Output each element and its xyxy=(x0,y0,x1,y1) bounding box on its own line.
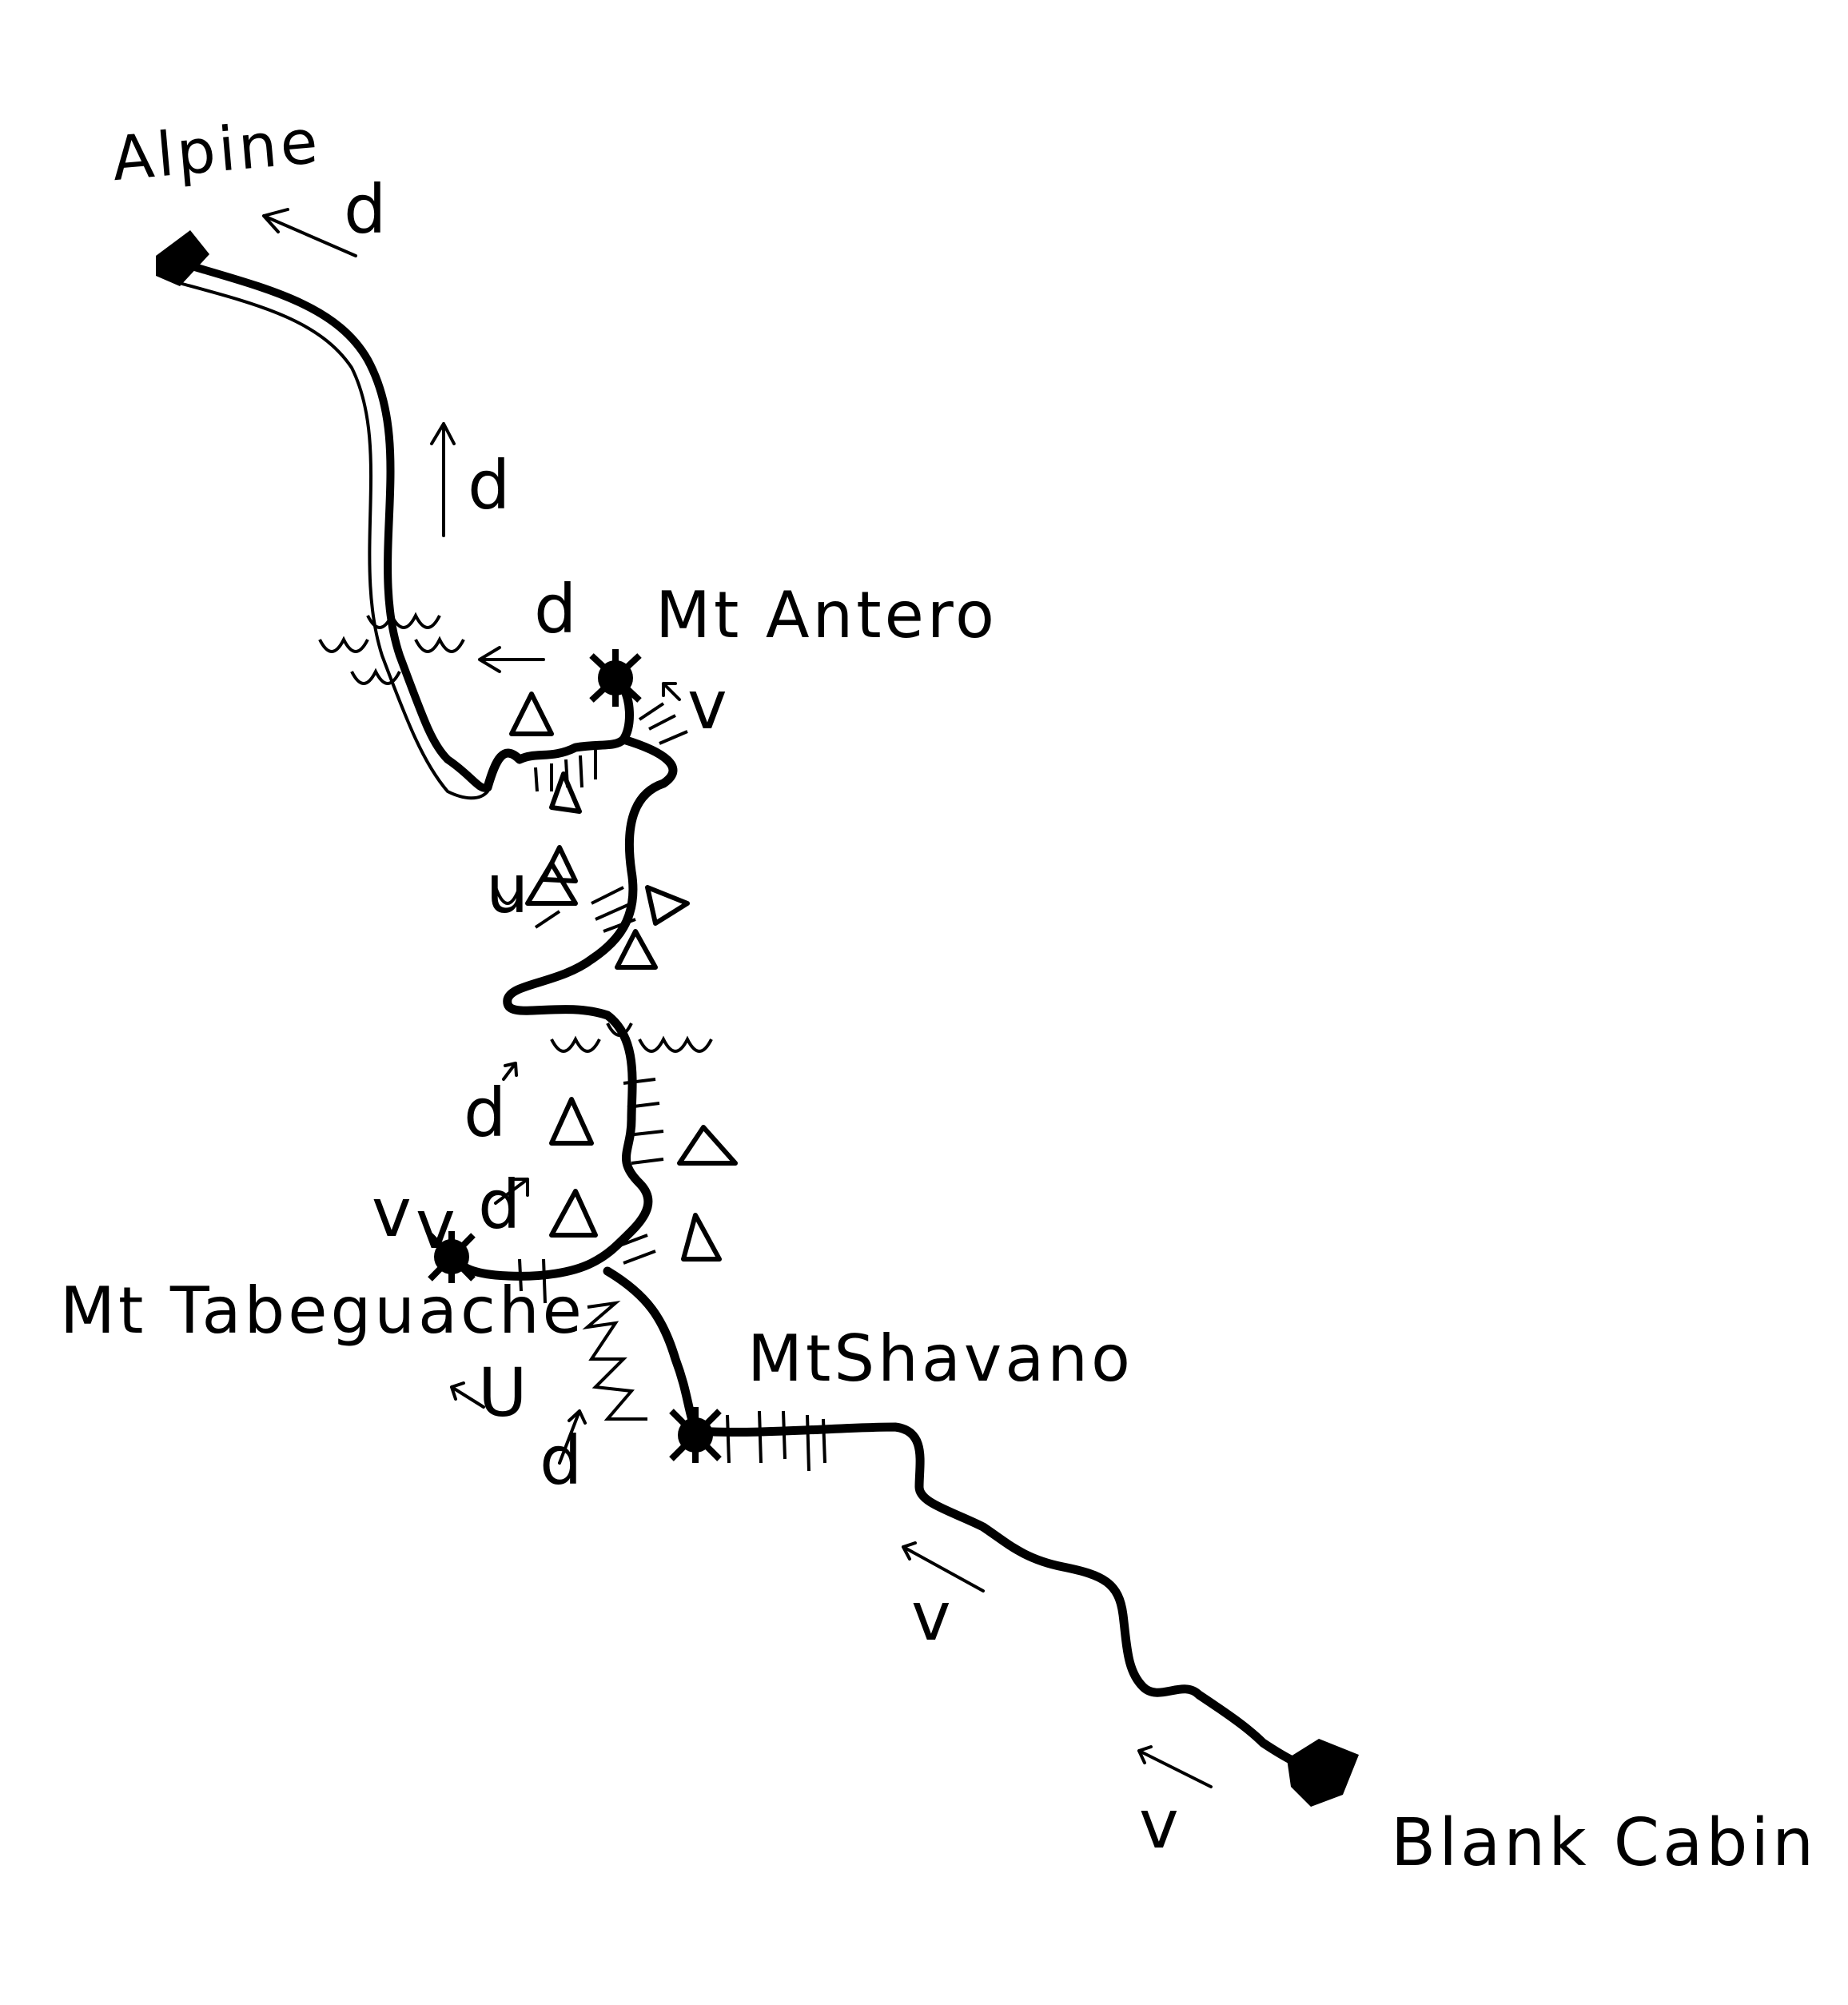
switchbacks xyxy=(582,1301,647,1421)
alpine-road-inner xyxy=(181,282,489,800)
direction-mark-up: v xyxy=(416,1186,456,1264)
shavano-summit-icon[interactable] xyxy=(669,1407,722,1463)
direction-mark-up: U xyxy=(478,1353,528,1432)
direction-mark-up: u xyxy=(486,850,529,928)
blank-cabin-label: Blank Cabin xyxy=(1391,1805,1818,1881)
direction-mark-up: v xyxy=(372,1174,412,1252)
direction-mark-down: d xyxy=(478,1166,521,1244)
ridge-to-shavano[interactable] xyxy=(603,1266,700,1436)
direction-arrows xyxy=(262,208,1213,1788)
trail-shavano-to-cabin[interactable] xyxy=(691,1422,1324,1776)
alpine-label: Alpine xyxy=(109,105,324,195)
direction-mark-up: v xyxy=(911,1577,951,1656)
alpine-trailhead-icon[interactable] xyxy=(156,230,209,286)
trail-to-antero[interactable] xyxy=(483,683,634,792)
ridge-antero-tabeguache[interactable] xyxy=(447,735,678,1281)
direction-mark-up: v xyxy=(687,666,727,744)
ridge-hatching xyxy=(518,702,826,1472)
mt-shavano-label: MtShavano xyxy=(747,1321,1133,1396)
mt-tabeguache-label: Mt Tabeguache xyxy=(60,1274,585,1348)
tabeguache-summit-icon[interactable] xyxy=(428,1231,476,1283)
direction-mark-down: d xyxy=(468,446,511,524)
mt-antero-label: Mt Antero xyxy=(655,578,998,652)
willow-marks xyxy=(318,612,713,1053)
direction-mark-down: d xyxy=(534,570,577,648)
direction-mark-down: d xyxy=(344,170,387,249)
direction-mark-up: v xyxy=(1139,1785,1179,1863)
route xyxy=(180,260,1324,1776)
alpine-road-outer xyxy=(180,260,492,792)
blank-cabin-trailhead-icon[interactable] xyxy=(1287,1739,1359,1807)
antero-summit-icon[interactable] xyxy=(589,649,642,707)
direction-mark-down: d xyxy=(540,1421,583,1500)
tree-icons xyxy=(509,692,738,1262)
direction-mark-down: d xyxy=(464,1074,507,1152)
